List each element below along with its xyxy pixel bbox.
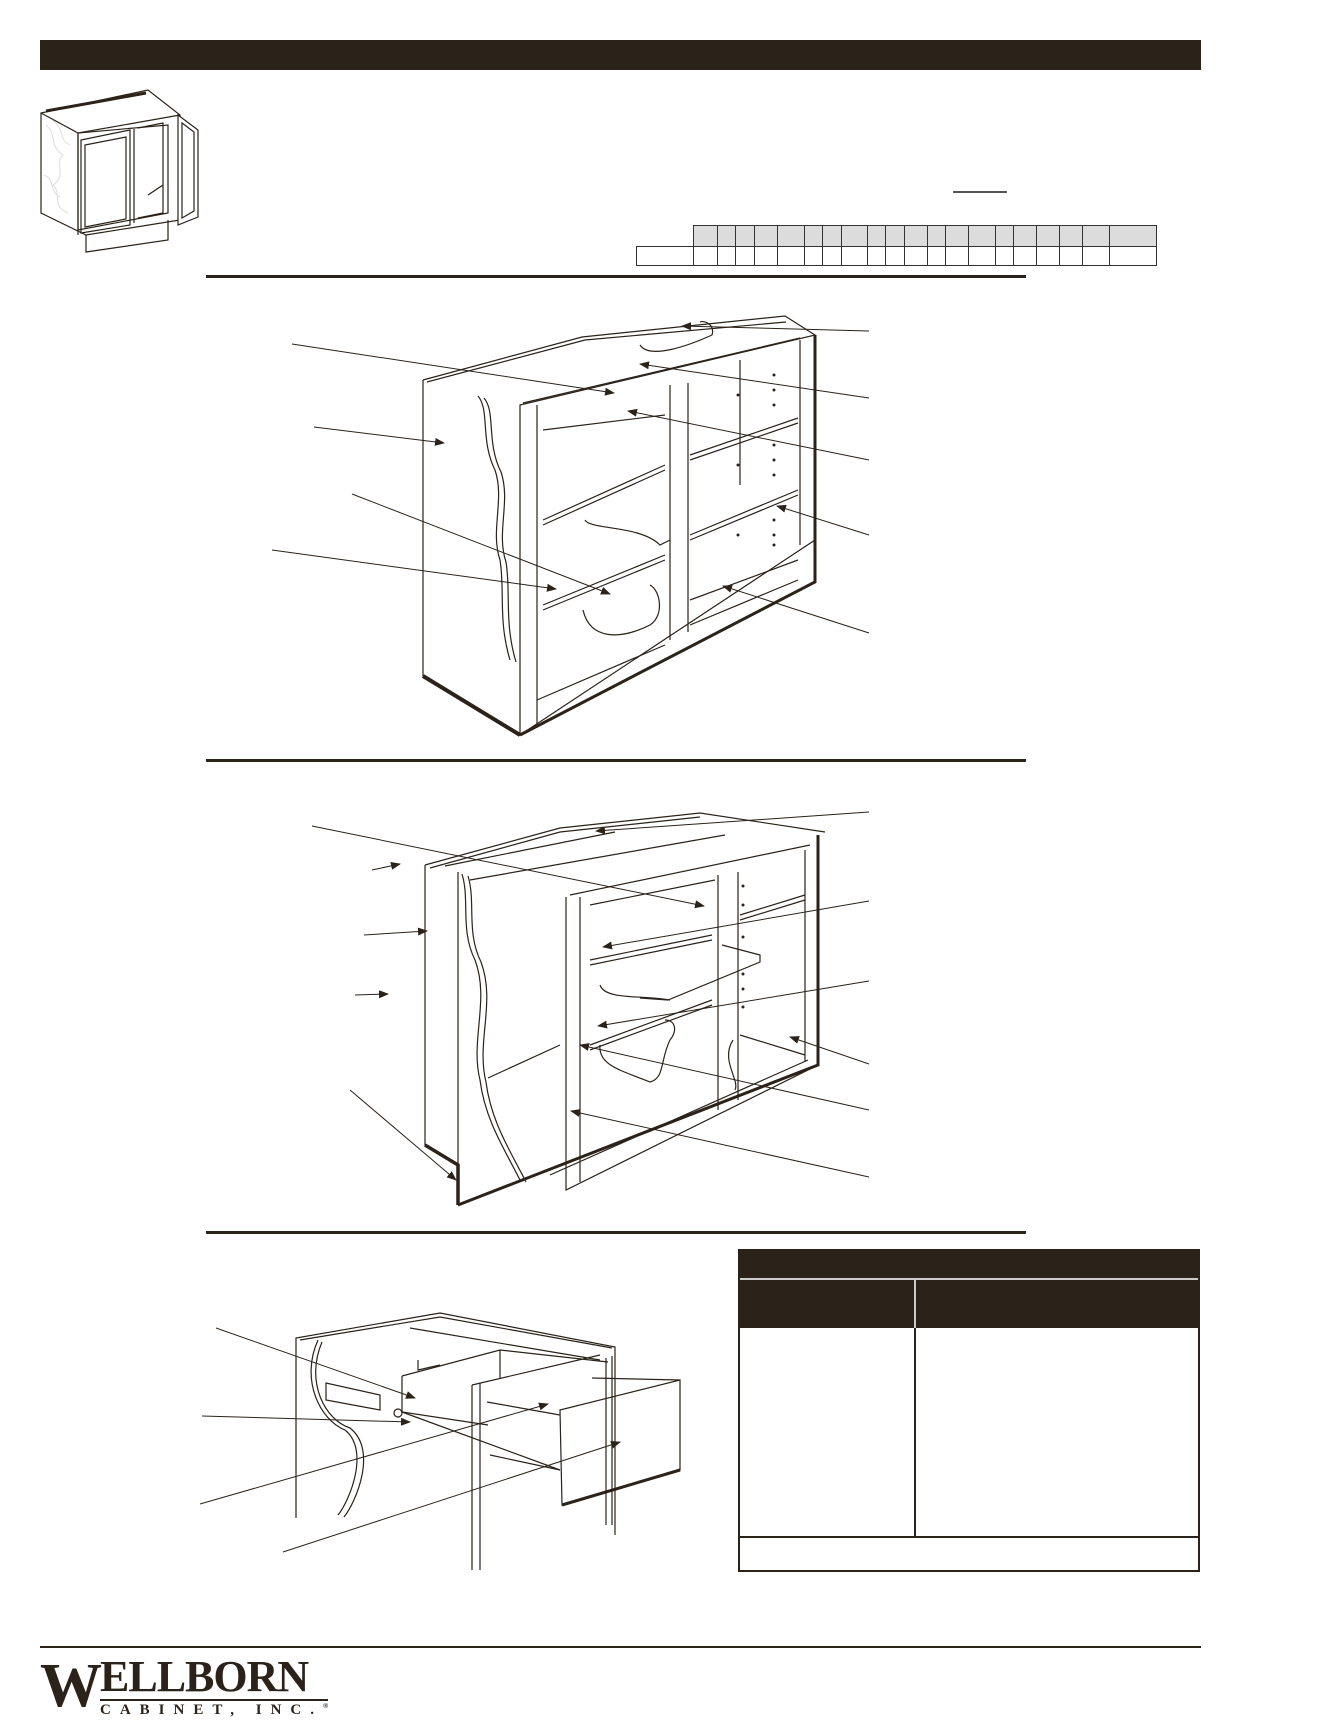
logo-name: ELLBORN — [100, 1655, 329, 1701]
section-divider — [206, 759, 1026, 762]
registered-mark: ® — [323, 1702, 329, 1710]
spec-table-footer — [740, 1538, 1198, 1566]
grid-head-cell — [867, 225, 886, 247]
grid-row-label — [636, 246, 694, 266]
spec-table-row — [740, 1328, 1198, 1538]
size-grid — [636, 225, 1157, 266]
grid-head-cell — [1036, 225, 1060, 247]
grid-head-cell — [777, 225, 805, 247]
grid-head-cell — [735, 225, 755, 247]
grid-head-cell — [968, 225, 996, 247]
logo-sub-text: CABINET, INC. — [100, 1702, 323, 1718]
wellborn-logo: W ELLBORN CABINET, INC.® — [40, 1652, 329, 1720]
grid-cell — [1109, 246, 1157, 266]
grid-head-cell — [904, 225, 928, 247]
grid-cell — [968, 246, 996, 266]
spec-col-header — [740, 1280, 914, 1328]
grid-cell — [995, 246, 1014, 266]
grid-cell — [822, 246, 842, 266]
underline-mark — [953, 191, 1007, 193]
grid-head-cell — [945, 225, 969, 247]
spec-table-title — [740, 1251, 1198, 1280]
grid-head-cell — [1109, 225, 1157, 247]
grid-cell — [717, 246, 736, 266]
grid-cell — [1082, 246, 1110, 266]
grid-head-cell — [885, 225, 905, 247]
section-divider — [206, 275, 1026, 278]
grid-cell — [777, 246, 805, 266]
spec-cell — [914, 1328, 1198, 1536]
logo-initial: W — [40, 1652, 102, 1720]
spec-table — [738, 1249, 1200, 1572]
grid-head-cell — [822, 225, 842, 247]
spec-cell — [740, 1328, 914, 1536]
grid-head-cell — [927, 225, 946, 247]
cabinet-thumbnail — [40, 89, 199, 253]
grid-head-cell — [693, 225, 718, 247]
spec-table-header — [740, 1280, 1198, 1328]
spec-col-header — [914, 1280, 916, 1328]
header-bar — [40, 40, 1201, 70]
grid-cell — [904, 246, 928, 266]
logo-subtitle: CABINET, INC.® — [100, 1701, 328, 1719]
grid-cell — [867, 246, 886, 266]
grid-cell — [945, 246, 969, 266]
grid-cell — [1013, 246, 1037, 266]
grid-head-cell — [841, 225, 868, 247]
grid-cell — [754, 246, 778, 266]
grid-cell — [841, 246, 868, 266]
section-divider — [206, 1231, 1026, 1234]
grid-cell — [885, 246, 905, 266]
grid-cell — [693, 246, 718, 266]
footer-divider — [40, 1646, 1201, 1648]
grid-cell — [735, 246, 755, 266]
